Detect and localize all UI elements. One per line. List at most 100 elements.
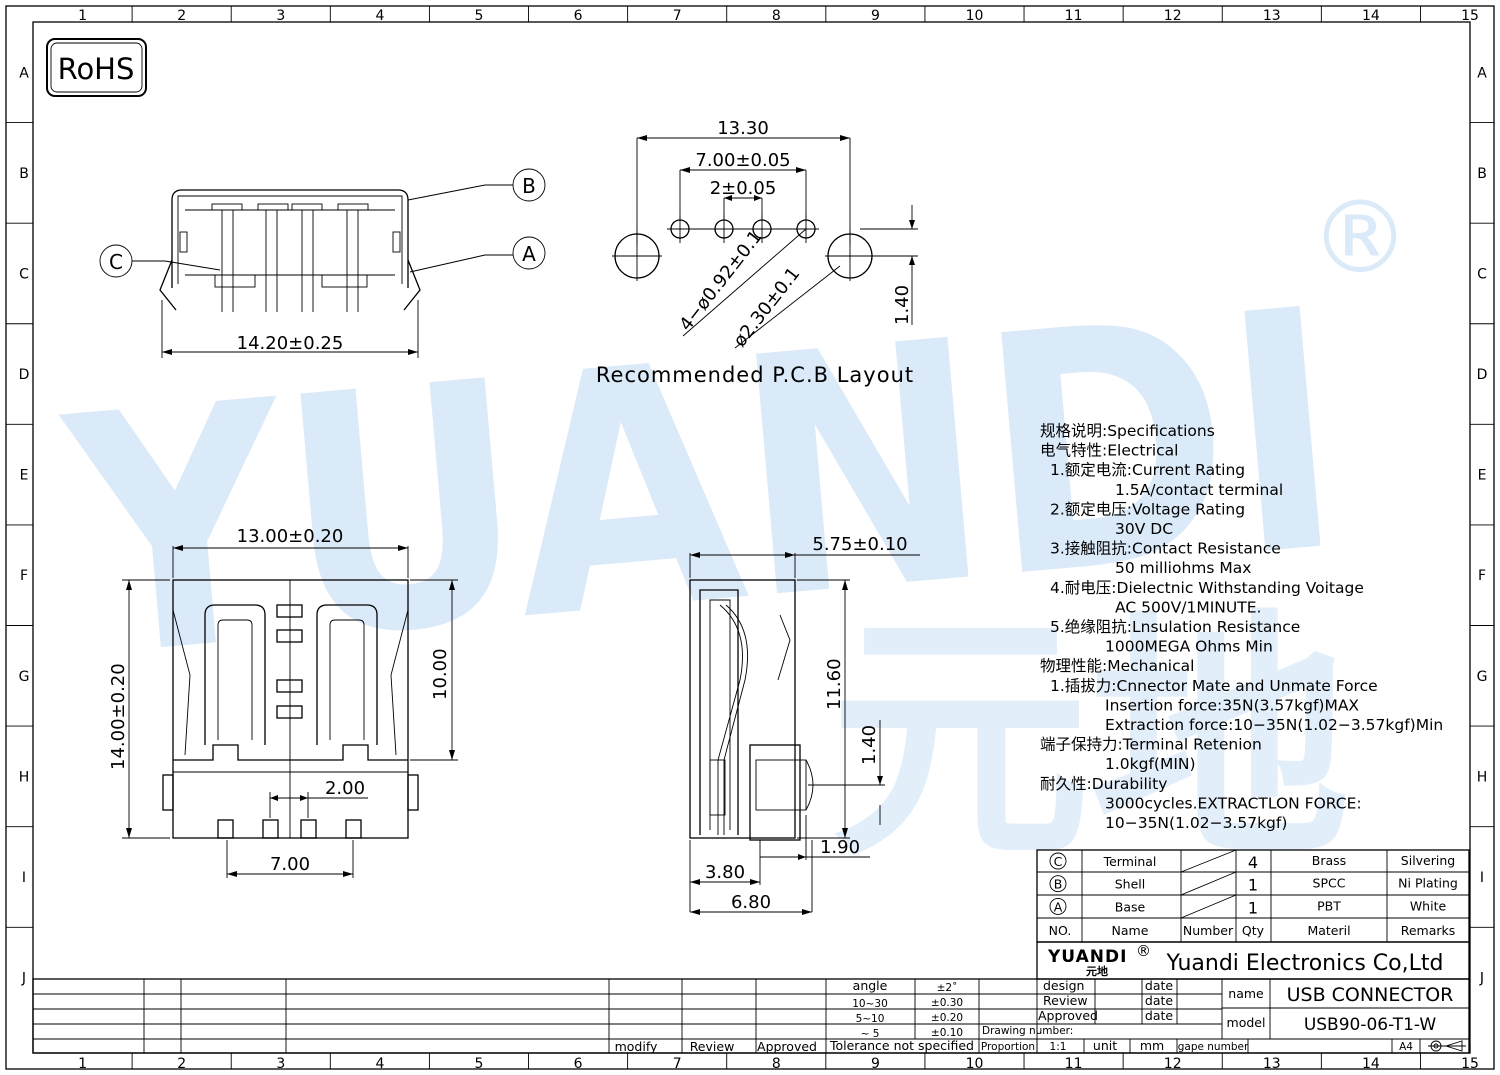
side-pin-dim: 1.90: [820, 837, 860, 858]
bom-header-qty: Qty: [1242, 923, 1265, 938]
column-markers: 1122334455667788991010111112121313141415…: [78, 6, 1479, 1072]
bottom-height-dim: 14.00±0.20: [108, 663, 129, 770]
row-marker: H: [19, 769, 30, 785]
column-marker: 6: [574, 1056, 583, 1072]
column-marker: 5: [475, 8, 484, 24]
column-marker: 15: [1461, 1056, 1479, 1072]
drawing-number-label: Drawing number:: [982, 1025, 1073, 1037]
spec-line: 10−35N(1.02−3.57kgf): [1105, 814, 1287, 832]
row-marker: D: [19, 367, 30, 383]
callout-b: B: [522, 174, 536, 198]
side-view: 5.75±0.10 11.60 1.40 1.90 3.80 6.80: [689, 534, 920, 915]
specifications-block: 规格说明:Specifications 电气特性:Electrical1.额定电流…: [1040, 422, 1443, 832]
bom-no: B: [1054, 877, 1063, 892]
spec-line: 2.额定电压:Voltage Rating: [1050, 500, 1245, 518]
bottom-span-dim: 7.00: [270, 854, 310, 875]
pcb-offset-dim: 1.40: [892, 285, 913, 325]
column-marker: 11: [1065, 8, 1083, 24]
rohs-text: RoHS: [58, 52, 135, 86]
column-marker: 1: [78, 1056, 87, 1072]
unit-value: mm: [1140, 1038, 1164, 1053]
model-value: USB90-06-T1-W: [1304, 1015, 1437, 1035]
spec-line: 1.额定电流:Current Rating: [1050, 461, 1245, 479]
column-marker: 10: [966, 8, 984, 24]
column-marker: 3: [276, 8, 285, 24]
bom-header-material: Materil: [1307, 923, 1350, 938]
column-marker: 12: [1164, 1056, 1182, 1072]
spec-line: Extraction force:10−35N(1.02−3.57kgf)Min: [1105, 716, 1443, 734]
date-label-3: date: [1145, 1008, 1173, 1023]
column-marker: 2: [177, 1056, 186, 1072]
company-name: Yuandi Electronics Co,Ltd: [1166, 951, 1444, 976]
row-marker: B: [1477, 166, 1487, 182]
row-marker: J: [21, 971, 26, 987]
unit-label: unit: [1093, 1038, 1117, 1053]
spec-line: 50 milliohms Max: [1115, 559, 1251, 577]
column-marker: 4: [375, 8, 384, 24]
spec-line: 3000cycles.EXTRACTLON FORCE:: [1105, 794, 1362, 812]
side-height-dim: 11.60: [824, 658, 845, 710]
row-marker: C: [1477, 267, 1487, 283]
column-marker: 1: [78, 8, 87, 24]
spec-line: 30V DC: [1115, 520, 1173, 538]
spec-line: 1000MEGA Ohms Min: [1105, 638, 1273, 656]
column-marker: 11: [1065, 1056, 1083, 1072]
row-marker: A: [1477, 65, 1487, 81]
row-marker: I: [22, 870, 26, 886]
brand-registered: ®: [1136, 942, 1151, 960]
column-marker: 8: [772, 8, 781, 24]
brand-logo: YUANDI: [1047, 947, 1127, 967]
bom-no: A: [1054, 899, 1063, 914]
column-marker: 2: [177, 8, 186, 24]
bom-remarks: White: [1410, 898, 1447, 913]
tolerance-range: 10~30: [852, 998, 888, 1010]
row-marker: G: [1477, 669, 1488, 685]
row-marker: I: [1480, 870, 1484, 886]
tolerance-value: ±0.30: [931, 997, 963, 1009]
bom-header-name: Name: [1112, 923, 1149, 938]
column-marker: 14: [1362, 8, 1380, 24]
review-label: Review: [690, 1039, 735, 1054]
tolerance-range: ~ 5: [861, 1028, 880, 1040]
tolerance-value: ±0.10: [931, 1027, 963, 1039]
bom-name: Shell: [1115, 877, 1146, 892]
watermark: YUANDI 元地 ®: [51, 179, 1410, 892]
bom-qty: 1: [1248, 876, 1258, 895]
bom-name: Base: [1115, 899, 1146, 914]
projection-symbol-icon: [1428, 1040, 1466, 1052]
column-marker: 9: [871, 1056, 880, 1072]
brand-logo-cn: 元地: [1086, 964, 1108, 978]
tolerance-label: Tolerance not specified: [829, 1038, 974, 1053]
page-number-label: gape number: [1178, 1041, 1249, 1053]
design-label: design: [1043, 978, 1084, 993]
bom-header-no: NO.: [1049, 923, 1072, 938]
side-total-dim: 6.80: [731, 892, 771, 913]
spec-line: 耐久性:Durability: [1040, 775, 1167, 793]
spec-line: 规格说明:Specifications: [1040, 422, 1215, 440]
pcb-overall-dim: 13.30: [717, 118, 769, 139]
row-marker: B: [19, 166, 29, 182]
date-label-1: date: [1145, 978, 1173, 993]
rohs-logo: RoHS: [46, 38, 147, 97]
date-label-2: date: [1145, 993, 1173, 1008]
side-pin-offset-dim: 1.40: [859, 725, 880, 765]
spec-line: 电气特性:Electrical: [1040, 442, 1178, 460]
review-row-label: Review: [1043, 993, 1088, 1008]
spec-line: 1.插拔力:Cnnector Mate and Unmate Force: [1050, 677, 1378, 695]
row-marker: D: [1477, 367, 1488, 383]
column-marker: 13: [1263, 8, 1281, 24]
row-marker: E: [20, 468, 29, 484]
side-base-dim: 3.80: [705, 862, 745, 883]
row-marker: F: [1478, 568, 1486, 584]
side-depth-dim: 5.75±0.10: [812, 534, 907, 555]
column-marker: 7: [673, 1056, 682, 1072]
tolerance-value: ±0.20: [931, 1012, 963, 1024]
row-marker: H: [1477, 769, 1488, 785]
column-marker: 8: [772, 1056, 781, 1072]
bottom-inner-dim: 10.00: [430, 648, 451, 700]
row-marker: F: [20, 568, 28, 584]
spec-line: 1.5A/contact terminal: [1115, 481, 1283, 499]
bom-material: Brass: [1312, 853, 1346, 868]
